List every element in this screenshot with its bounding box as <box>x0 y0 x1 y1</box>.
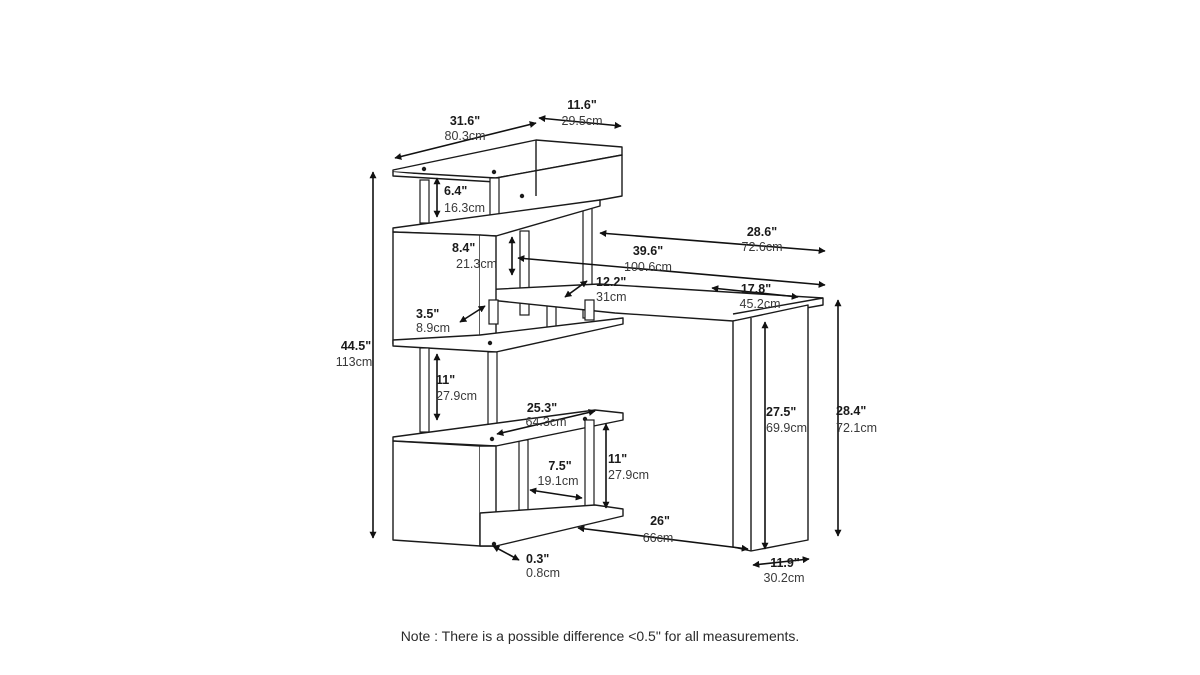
label-leg-span-metric: 45.2cm <box>740 297 781 311</box>
label-middle-gap-metric: 27.9cm <box>436 389 477 403</box>
label-top-width-imperial: 31.6" <box>450 114 480 128</box>
label-desk-depth-metric: 72.6cm <box>742 240 783 254</box>
label-shelf-width-metric: 64.3cm <box>526 415 567 429</box>
pole <box>518 439 529 511</box>
base-shelf <box>479 504 624 547</box>
dim-line-board-thickness <box>492 545 520 561</box>
label-shelf-width-imperial: 25.3" <box>527 401 557 415</box>
pole <box>584 419 595 517</box>
label-pole-spacing-metric: 19.1cm <box>538 474 579 488</box>
dimension-labels: 31.6" 80.3cm 11.6" 29.5cm 6.4" 16.3cm 8.… <box>336 98 877 585</box>
third-shelf <box>392 317 624 353</box>
dim-line-top-depth <box>538 115 622 129</box>
dim-line-small-gap <box>459 305 486 323</box>
label-top-gap-metric: 16.3cm <box>444 201 485 215</box>
label-inner-depth-imperial: 12.2" <box>596 275 626 289</box>
label-inner-depth-metric: 31cm <box>596 290 627 304</box>
label-desk-height-metric: 72.1cm <box>836 421 877 435</box>
dim-line-desk-width <box>517 255 826 288</box>
label-board-thickness-metric: 0.8cm <box>526 566 560 580</box>
label-bottom-gap-metric: 27.9cm <box>608 468 649 482</box>
pole <box>584 299 595 321</box>
label-base-length-metric: 66cm <box>643 531 674 545</box>
dim-line-pole-spacing <box>529 487 583 501</box>
label-total-height-imperial: 44.5" <box>341 339 371 353</box>
measurement-note: Note : There is a possible difference <0… <box>400 628 800 644</box>
desk-top-edge <box>732 297 824 315</box>
hole <box>491 541 497 547</box>
label-desk-clearance-imperial: 27.5" <box>766 405 796 419</box>
label-second-gap-metric: 21.3cm <box>456 257 497 271</box>
hole <box>489 436 495 442</box>
label-top-depth-imperial: 11.6" <box>567 98 597 112</box>
dim-line-base-length <box>577 525 749 552</box>
label-desk-depth-imperial: 28.6" <box>747 225 777 239</box>
label-pole-spacing-imperial: 7.5" <box>548 459 571 473</box>
label-desk-clearance-metric: 69.9cm <box>766 421 807 435</box>
bottom-cube-front <box>392 440 481 547</box>
dim-line-inner-depth <box>564 280 588 298</box>
pole <box>419 347 430 433</box>
dim-line-leg-span <box>711 285 799 300</box>
label-total-height-metric: 113cm <box>336 355 373 369</box>
label-base-length-imperial: 26" <box>650 514 670 528</box>
dim-line-shelf-width <box>496 409 596 436</box>
label-small-gap-imperial: 3.5" <box>416 307 439 321</box>
label-top-gap-imperial: 6.4" <box>444 184 467 198</box>
top-shelf-front <box>392 172 497 183</box>
label-small-gap-metric: 8.9cm <box>416 321 450 335</box>
hole <box>421 166 427 172</box>
label-leg-width-metric: 30.2cm <box>764 571 805 585</box>
label-desk-height-imperial: 28.4" <box>836 404 866 418</box>
label-leg-span-imperial: 17.8" <box>741 282 771 296</box>
dim-line-top-width <box>394 121 537 160</box>
pole <box>419 179 430 224</box>
label-leg-width-imperial: 11.9" <box>770 556 800 570</box>
label-middle-gap-imperial: 11" <box>436 373 455 387</box>
label-second-gap-imperial: 8.4" <box>452 241 475 255</box>
hole <box>519 193 525 199</box>
pole <box>488 299 499 325</box>
label-board-thickness-imperial: 0.3" <box>526 552 549 566</box>
dim-line-desk-depth <box>599 230 826 254</box>
label-bottom-gap-imperial: 11" <box>608 452 627 466</box>
label-desk-width-imperial: 39.6" <box>633 244 663 258</box>
dimension-lines <box>369 115 842 568</box>
dim-line-leg-width <box>752 556 810 568</box>
label-desk-width-metric: 100.6cm <box>624 260 672 274</box>
hole <box>487 340 493 346</box>
middle-cube-side <box>479 234 497 349</box>
label-top-depth-metric: 29.5cm <box>562 114 603 128</box>
hole <box>491 169 497 175</box>
label-top-width-metric: 80.3cm <box>445 129 486 143</box>
desk-side-panel <box>732 304 809 552</box>
